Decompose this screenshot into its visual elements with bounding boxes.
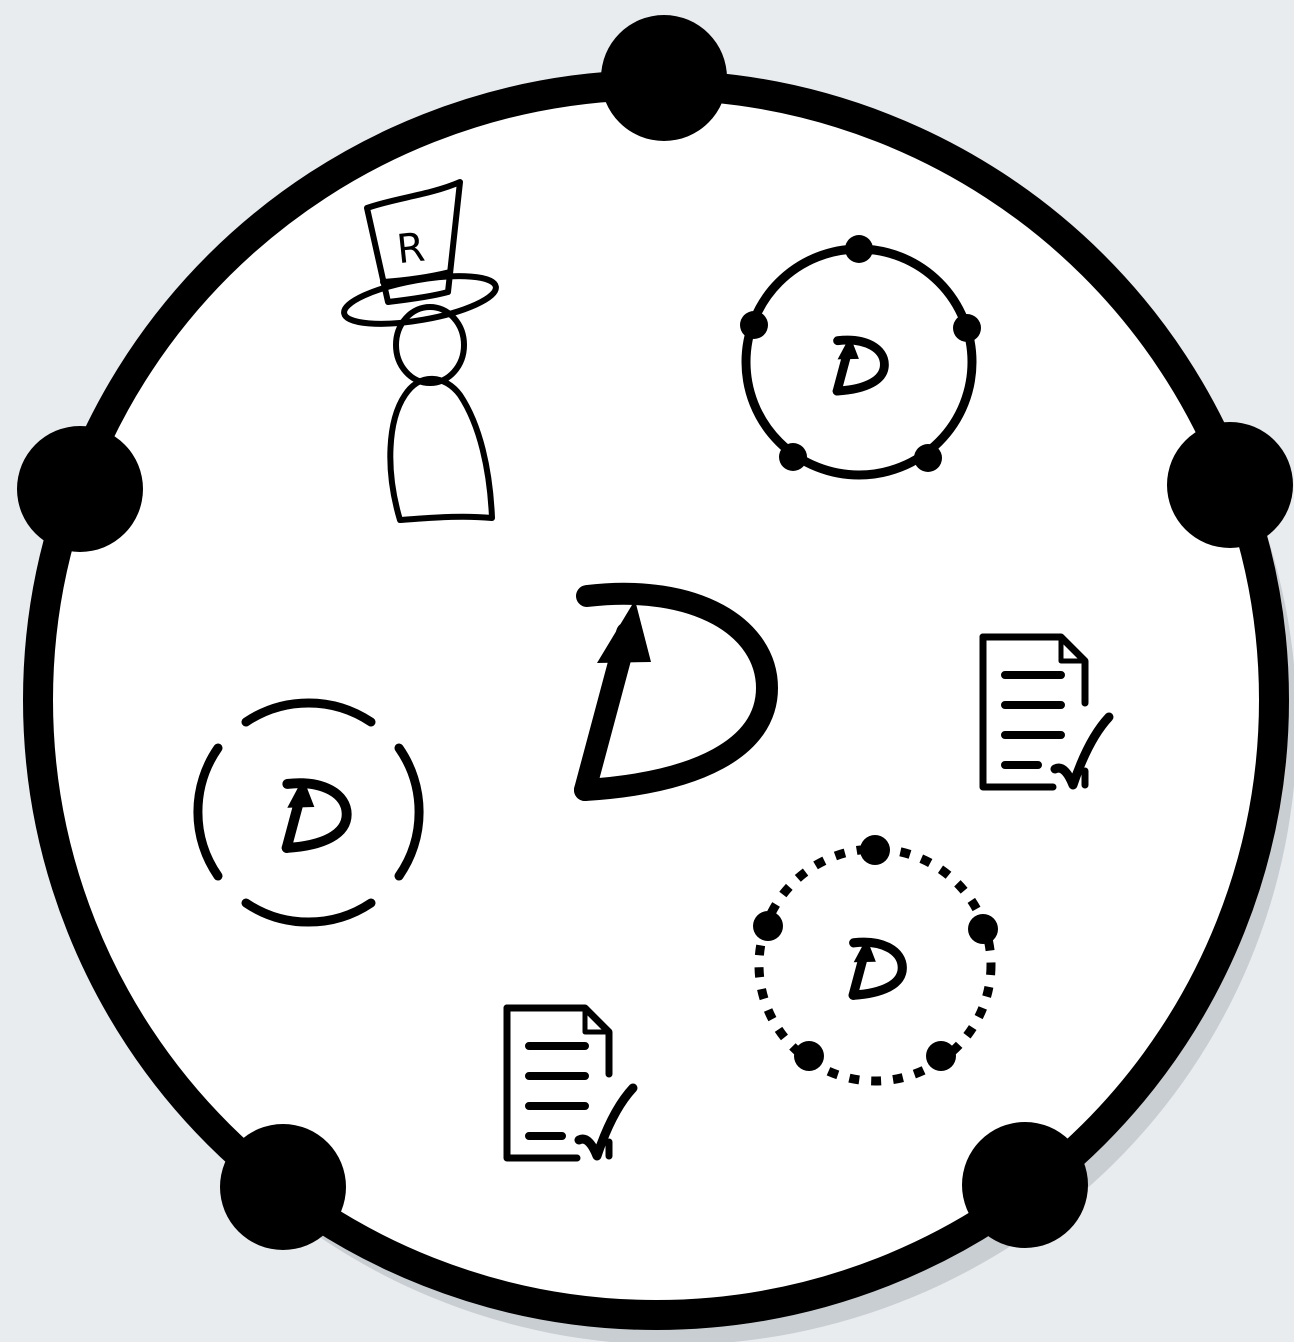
outer-node-top [601, 15, 727, 141]
outer-circle [38, 85, 1274, 1315]
outer-node-bottom-right [962, 1122, 1088, 1248]
hat-letter: R [395, 225, 427, 274]
outer-node-bottom-left [220, 1124, 346, 1250]
outer-node-right [1167, 422, 1293, 548]
outer-node-left [17, 426, 143, 552]
